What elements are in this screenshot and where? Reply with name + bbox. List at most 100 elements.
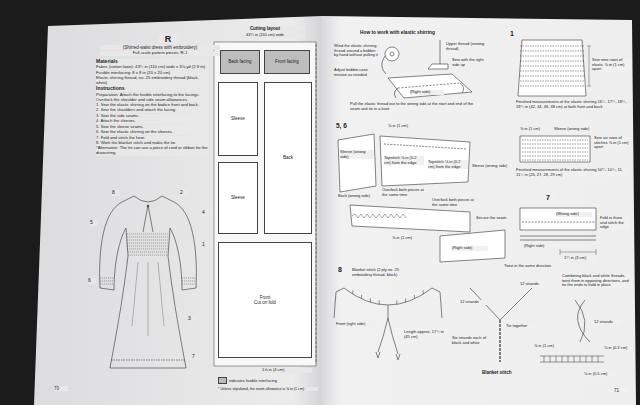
note-text: Overlock both pieces at the same time	[382, 188, 424, 197]
note-text: 43¼ in (110 cm) wide	[225, 33, 305, 38]
note-text: Topstitch ⅛ in (0.2 cm) from the edge	[384, 156, 424, 165]
note-text: 8. Work the blanket stitch and make the …	[96, 141, 208, 146]
note-text: 71	[614, 388, 628, 393]
note-text: Wind the elastic shirring thread around …	[334, 44, 380, 58]
note-text: Preparation: Attach the fusible interfac…	[96, 93, 208, 103]
note-text: 7	[192, 354, 200, 360]
note-text: 12 strands	[460, 300, 488, 305]
fold-line	[316, 44, 317, 364]
note-text: 3. Sew the side seams.	[96, 114, 208, 119]
hem-fold	[520, 208, 596, 255]
note-text: ⅜ in (1 cm)	[392, 236, 422, 241]
note-text: ⅛ in (0.5 cm)	[584, 372, 614, 377]
pattern-piece: Sleeve	[218, 82, 258, 156]
note-text: 1⅝ in (4 cm)	[262, 368, 312, 373]
note-text: ⅜ in (1 cm)	[520, 127, 548, 132]
note-text: Finished measurements of the elastic shi…	[516, 100, 628, 109]
note-text: Sleeve (wrong side)	[472, 164, 508, 169]
note-text: Tie together	[506, 324, 536, 329]
note-text: Back (wrong side)	[338, 194, 374, 199]
piece-label: Sleeve	[230, 195, 246, 200]
heading-text: How to work with elastic shirring	[360, 30, 470, 36]
neckline-blanket-stitch	[334, 288, 442, 360]
heading-text: Blanket stitch	[482, 370, 522, 375]
note-text: Fold in three and stitch the edge	[600, 216, 630, 230]
piece-label: Front facing	[274, 59, 300, 64]
note-text: Sew nine rows of elastic ⅜ in (1 cm) apa…	[592, 58, 632, 72]
legend-text: indicates fusible interfacing	[229, 378, 277, 383]
note-text: Secure the seam	[476, 216, 508, 221]
note-text: 2. Sew the shoulders and attach the faci…	[96, 108, 208, 113]
note-text: (Wrong side)	[556, 212, 592, 217]
note-text: Combining black and white threads, twist…	[562, 274, 630, 288]
heading-text: 5, 6	[336, 122, 356, 129]
heading-text: Cutting layout	[225, 26, 305, 31]
note-text: Full-scale pattern pieces: R-1	[100, 51, 220, 56]
note-text: 70	[54, 386, 68, 391]
pattern-title: R	[158, 34, 178, 44]
piece-label: Front	[259, 295, 272, 300]
note-text: 1. Sew the elastic shirring on the bodic…	[96, 103, 208, 108]
sleeve-seam	[338, 134, 505, 262]
note-text: Six strands each of black and white	[452, 336, 494, 345]
note-text: Fabric (cotton lawn): 43¼ in (110 cm) wi…	[96, 65, 208, 70]
note-text: (Shirred-waist dress with embroidery)	[100, 45, 220, 50]
note-text: 4	[202, 210, 210, 216]
note-text: 1¼ in (3 cm)	[564, 256, 596, 261]
note-text: 4. Attach the sleeves.	[96, 119, 208, 124]
piece-label: Cut on fold	[253, 300, 277, 305]
note-text: * Unless stipulated, the seam allowance …	[218, 387, 318, 391]
note-text: Sleeve (wrong side)	[340, 150, 374, 159]
note-text: Sew six rows of stitches ⅜ in (1 cm) apa…	[594, 136, 630, 150]
heading-text: 1	[510, 30, 520, 38]
pattern-piece: Front facing	[264, 50, 310, 74]
note-text: Overlock both pieces at the same time	[432, 198, 474, 207]
pattern-piece: Back facing	[220, 50, 260, 74]
piece-label: Back	[282, 155, 294, 160]
note-text: 7. Fold and stitch the hem.	[96, 136, 208, 141]
note-text: Upper thread (sewing thread)	[446, 42, 490, 51]
sleeve-shirring	[520, 136, 590, 162]
note-text: (Right side)	[452, 246, 488, 251]
note-text: Sleeve (wrong side)	[554, 127, 592, 132]
note-text: 6. Sew the elastic shirring on the sleev…	[96, 130, 208, 135]
legend-swatch	[218, 377, 227, 384]
note-text: ⅜ in (1 cm)	[388, 124, 418, 129]
note-text: 5. Sew the sleeve seams.	[96, 125, 208, 130]
note-text: Sew with the right side up	[452, 58, 492, 67]
note-text: Blanket stitch (2 ply no. 25 embroidery …	[352, 268, 420, 277]
note-text: 8	[112, 190, 120, 196]
heading-text: 8	[338, 266, 348, 274]
note-text: Front (right side)	[336, 322, 372, 327]
note-text: ⅜ in (1 cm)	[534, 344, 564, 349]
note-text: Finished measurements of the elastic shi…	[516, 168, 628, 177]
piece-label: Back facing	[227, 59, 252, 64]
heading-text: 7	[546, 194, 556, 202]
fabric-strip	[214, 42, 316, 366]
note-text: Fusible interfacing: 8 x 8 in (20 x 20 c…	[96, 71, 208, 76]
legend-row: indicates fusible interfacing	[218, 377, 277, 384]
note-text: Elastic shirring thread, no. 25 embroide…	[96, 76, 208, 86]
blanket-stitch-sample	[540, 356, 604, 362]
bodice-shirring	[518, 40, 591, 96]
note-text: 3	[188, 316, 196, 322]
note-text: Topstitch ⅛ in (0.2 cm) from the edge	[428, 160, 468, 169]
dress-illustration	[100, 196, 197, 368]
pattern-piece: Back	[264, 82, 312, 234]
note-text: *Alternative: The tie can use a piece of…	[96, 146, 208, 156]
right-page	[322, 16, 636, 405]
piece-label: Sleeve	[230, 116, 246, 121]
heading-text: Instructions	[96, 86, 208, 92]
pattern-piece: Sleeve	[218, 162, 258, 234]
note-text: Twist in the same direction	[504, 264, 558, 269]
heading-text: Materials	[96, 59, 208, 65]
note-text: 1	[202, 242, 210, 248]
note-text: 5	[90, 220, 98, 226]
note-text: 6	[88, 278, 96, 284]
note-text: Adjust bobbin case tension as needed	[334, 68, 380, 77]
left-page	[34, 16, 322, 405]
note-text: 12 strands	[594, 320, 622, 325]
note-text: (Right side)	[524, 244, 558, 249]
twisted-cord	[470, 288, 590, 362]
